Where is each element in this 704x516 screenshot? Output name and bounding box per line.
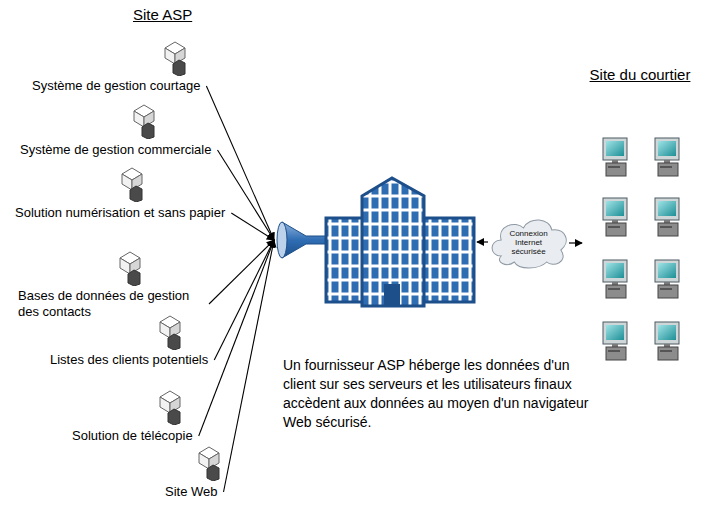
node-text: Bases de données de gestion des contacts (18, 288, 203, 320)
network-cloud: Connexion Internet sécurisée (488, 214, 569, 270)
feed-arrow (209, 240, 274, 304)
link-arrow (569, 242, 582, 243)
feed-arrow (217, 150, 274, 240)
node-text: Solution de télécopie (72, 428, 193, 444)
server-label: Listes des clients potentiels (50, 352, 208, 368)
server-label: Solution de télécopie (72, 428, 193, 444)
cloud-outline (492, 220, 566, 268)
feed-arrow (214, 240, 274, 360)
node-text: Listes des clients potentiels (50, 352, 208, 368)
node-text: Site du courtier (582, 66, 698, 83)
site-group: Site du courtier (582, 66, 698, 368)
node-text: Solution numérisation et sans papier (15, 205, 225, 221)
computer-icons (603, 138, 679, 360)
server-label: Système de gestion commerciale (20, 142, 211, 158)
link-arrow (477, 241, 488, 242)
funnel (277, 222, 326, 258)
server-label: Solution numérisation et sans papier (15, 205, 225, 221)
server-label: Bases de données de gestion des contacts (18, 288, 203, 320)
note-text: Un fournisseur ASP héberge les données d… (283, 356, 601, 432)
node-text: Système de gestion courtage (32, 78, 200, 94)
node-text: Connexion Internet sécurisée (506, 229, 552, 256)
node-text: Site Web (165, 484, 218, 500)
server-label: Système de gestion courtage (32, 78, 200, 94)
building (326, 178, 474, 306)
feed-arrow (224, 240, 274, 492)
site-heading: Site ASP (133, 6, 192, 23)
server-icons (120, 42, 219, 481)
feed-arrow (231, 213, 274, 240)
feed-arrow (199, 240, 274, 436)
server-label: Site Web (165, 484, 218, 500)
node-text: Système de gestion commerciale (20, 142, 211, 158)
